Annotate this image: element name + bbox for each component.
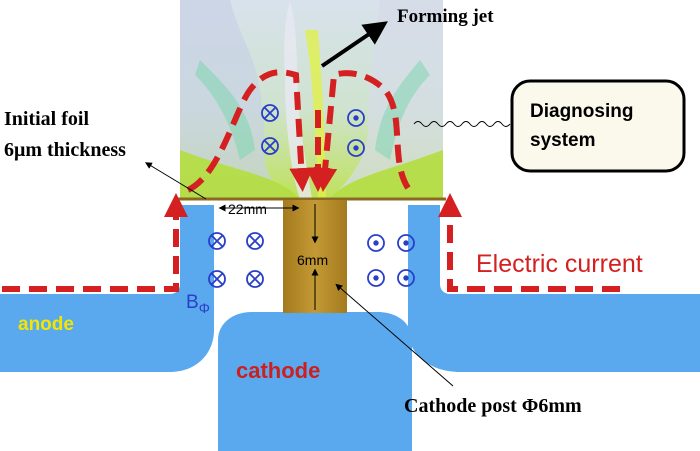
electric-current-label: Electric current: [476, 250, 643, 278]
circle-cross-icon: [246, 270, 264, 288]
circle-dot-icon: [367, 269, 385, 287]
forming-jet-arrow: [320, 21, 388, 68]
anode-left: [0, 205, 214, 372]
diagnosing-label-line2: system: [530, 130, 596, 151]
circle-cross-icon: [208, 270, 226, 288]
b-field-subscript: Φ: [199, 300, 210, 316]
circle-dot-icon: [397, 234, 415, 252]
b-field-letter: B: [186, 292, 199, 313]
cathode-body: [218, 312, 412, 451]
cathode-label: cathode: [236, 358, 320, 383]
b-field-out-of-page-group: [347, 109, 415, 287]
circle-cross-icon: [246, 232, 264, 250]
diagnosing-system-box: Diagnosing system: [510, 79, 686, 173]
b-field-into-page-group: [208, 104, 279, 288]
width-22mm-label: 22mm: [228, 201, 267, 217]
wavy-signal-line: [413, 121, 511, 127]
height-6mm-label: 6mm: [297, 252, 328, 268]
diagnosing-label-line1: Diagnosing: [530, 101, 633, 122]
initial-foil-label-line1: Initial foil: [4, 108, 89, 130]
plasma-jet-image: [180, 0, 443, 199]
b-field-label: BΦ: [186, 292, 210, 316]
circle-cross-icon: [261, 137, 279, 155]
circle-cross-icon: [261, 104, 279, 122]
initial-foil-leader: [145, 162, 207, 200]
anode-label: anode: [18, 314, 74, 335]
circle-cross-icon: [208, 232, 226, 250]
forming-jet-label: Forming jet: [397, 6, 494, 27]
circle-dot-icon: [397, 269, 415, 287]
circle-dot-icon: [347, 139, 365, 157]
current-path: [2, 69, 620, 292]
initial-foil-label-line2: 6μm thickness: [4, 139, 126, 161]
anode-right: [408, 205, 700, 372]
cathode-post-leader: [335, 283, 454, 387]
circle-dot-icon: [347, 109, 365, 127]
circle-dot-icon: [367, 234, 385, 252]
cathode-post-label: Cathode post Φ6mm: [404, 395, 582, 417]
